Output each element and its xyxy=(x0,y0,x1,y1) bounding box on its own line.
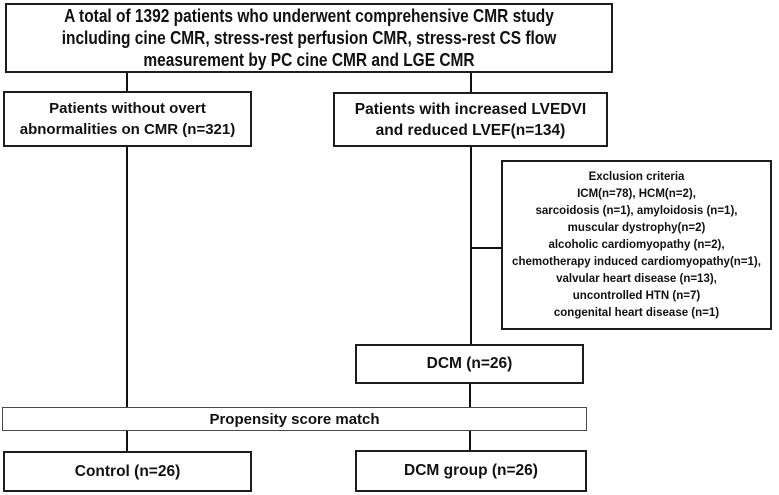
control-group-text: Control (n=26) xyxy=(74,462,181,480)
connector-dcm-to-propensity xyxy=(469,384,471,407)
connector-propensity-to-control xyxy=(126,431,128,451)
exclusion-criteria-text: Exclusion criteria ICM(n=78), HCM(n=2), … xyxy=(512,170,761,319)
propensity-score-match-box: Propensity score match xyxy=(2,407,587,431)
connector-total-to-increased xyxy=(470,73,472,92)
control-group-box: Control (n=26) xyxy=(3,451,252,492)
total-patients-text: A total of 1392 patients who underwent c… xyxy=(61,6,557,70)
connector-branch-to-exclusion xyxy=(471,247,501,249)
dcm-text: DCM (n=26) xyxy=(426,355,513,372)
propensity-score-match-text: Propensity score match xyxy=(209,410,380,428)
connector-increased-to-dcm xyxy=(470,147,472,344)
increased-lvedvi-box: Patients with increased LVEDVI and reduc… xyxy=(333,92,608,147)
no-overt-abnormalities-box: Patients without overt abnormalities on … xyxy=(3,91,252,147)
dcm-group-text: DCM group (n=26) xyxy=(404,462,538,479)
total-patients-box: A total of 1392 patients who underwent c… xyxy=(5,3,613,73)
increased-lvedvi-text: Patients with increased LVEDVI and reduc… xyxy=(354,100,587,139)
exclusion-criteria-box: Exclusion criteria ICM(n=78), HCM(n=2), … xyxy=(501,160,772,330)
dcm-group-box: DCM group (n=26) xyxy=(355,450,587,492)
no-overt-abnormalities-text: Patients without overt abnormalities on … xyxy=(19,100,236,138)
dcm-box: DCM (n=26) xyxy=(355,344,584,384)
connector-propensity-to-dcm-group xyxy=(469,431,471,450)
connector-no-overt-to-propensity xyxy=(126,147,128,407)
connector-total-to-no-overt xyxy=(126,73,128,91)
